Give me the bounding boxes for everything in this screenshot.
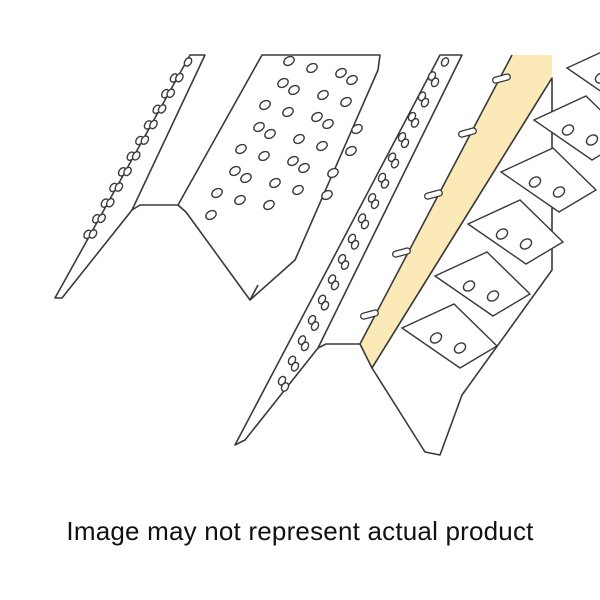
mounting-slot	[458, 127, 477, 138]
perforation-hole	[345, 145, 357, 157]
perforation-hole	[340, 96, 352, 108]
perforation-hole	[317, 89, 329, 101]
perforation-hole	[360, 219, 370, 230]
tooth-hole	[594, 72, 600, 84]
disclaimer-caption: Image may not represent actual product	[66, 516, 534, 546]
perforation-hole	[300, 341, 310, 352]
mounting-slot	[360, 309, 379, 320]
perforation-hole	[293, 133, 305, 145]
perforation-hole	[400, 138, 410, 149]
perforation-hole	[340, 260, 350, 271]
perforation-hole	[288, 84, 300, 96]
perforation-hole	[277, 77, 289, 89]
perforation-hole	[282, 106, 294, 118]
perforation-hole	[320, 300, 330, 311]
mounting-slot	[392, 247, 411, 258]
perforation-hole	[335, 67, 347, 79]
comb-tooth	[433, 251, 532, 317]
perforation-hole	[258, 150, 270, 162]
perforation-hole	[321, 189, 333, 201]
perforation-hole	[235, 143, 247, 155]
perforation-hole	[292, 184, 304, 196]
perforation-hole	[205, 209, 217, 221]
right-bead-flange	[234, 54, 463, 446]
perforation-hole	[183, 57, 193, 67]
comb-tooth	[466, 199, 565, 265]
perforation-hole	[410, 118, 420, 128]
corner-bead-illustration	[54, 51, 600, 456]
perforation-hole	[166, 88, 176, 99]
mounting-slot	[424, 189, 443, 200]
left-bead-perforations-a	[83, 57, 193, 240]
left-bead-flange-a	[54, 54, 206, 299]
perforation-hole	[105, 197, 115, 208]
perforation-hole	[420, 97, 430, 108]
left-bead-nose	[131, 204, 187, 213]
perforation-hole	[330, 280, 340, 291]
perforation-hole	[88, 229, 98, 239]
right-bead-highlight	[360, 55, 552, 368]
tooth-hole	[585, 134, 599, 146]
perforation-hole	[234, 194, 246, 206]
perforation-hole	[269, 177, 281, 189]
perforation-hole	[287, 155, 299, 167]
tooth-hole	[519, 238, 533, 250]
perforation-hole	[149, 119, 158, 130]
perforation-hole	[259, 99, 271, 111]
perforation-hole	[290, 361, 300, 372]
comb-tooth	[565, 51, 600, 92]
right-bead-comb-teeth	[400, 51, 600, 369]
comb-tooth	[499, 147, 598, 213]
right-bead-slots	[360, 73, 511, 320]
tooth-hole	[462, 280, 476, 292]
tooth-hole	[429, 332, 443, 344]
perforation-hole	[351, 123, 363, 135]
perforation-hole	[346, 74, 358, 86]
mounting-slot	[492, 73, 511, 84]
perforation-hole	[280, 382, 290, 392]
perforation-hole	[350, 239, 360, 250]
perforation-hole	[390, 158, 400, 169]
right-bead-perforations	[277, 57, 450, 392]
perforation-hole	[440, 57, 450, 67]
perforation-hole	[316, 140, 328, 152]
perforation-hole	[229, 165, 241, 177]
perforation-hole	[306, 62, 318, 74]
perforation-hole	[264, 128, 276, 140]
perforation-hole	[370, 199, 380, 210]
tooth-hole	[552, 186, 566, 198]
tooth-hole	[453, 342, 467, 354]
perforation-hole	[327, 167, 339, 179]
perforation-hole	[310, 321, 320, 331]
perforation-hole	[211, 187, 223, 199]
perforation-hole	[322, 118, 334, 130]
tooth-hole	[561, 124, 575, 136]
perforation-hole	[140, 135, 150, 145]
tooth-hole	[495, 228, 509, 240]
perforation-hole	[263, 199, 275, 211]
perforation-hole	[430, 77, 440, 88]
perforation-hole	[253, 121, 265, 133]
tooth-hole	[528, 176, 542, 188]
tooth-hole	[486, 290, 500, 302]
perforation-hole	[131, 151, 141, 161]
perforation-hole	[240, 172, 252, 184]
perforation-hole	[114, 182, 124, 192]
right-bead-nose	[317, 343, 367, 353]
perforation-hole	[123, 166, 132, 177]
left-bead-perforations-b	[205, 55, 363, 221]
perforation-hole	[283, 55, 295, 67]
perforation-hole	[157, 104, 167, 114]
perforation-hole	[380, 178, 390, 189]
perforation-hole	[97, 213, 107, 224]
perforation-hole	[311, 111, 323, 123]
perforation-hole	[174, 72, 184, 83]
perforation-hole	[298, 162, 310, 174]
comb-tooth	[400, 303, 499, 369]
left-bead-flange-b	[177, 54, 381, 301]
